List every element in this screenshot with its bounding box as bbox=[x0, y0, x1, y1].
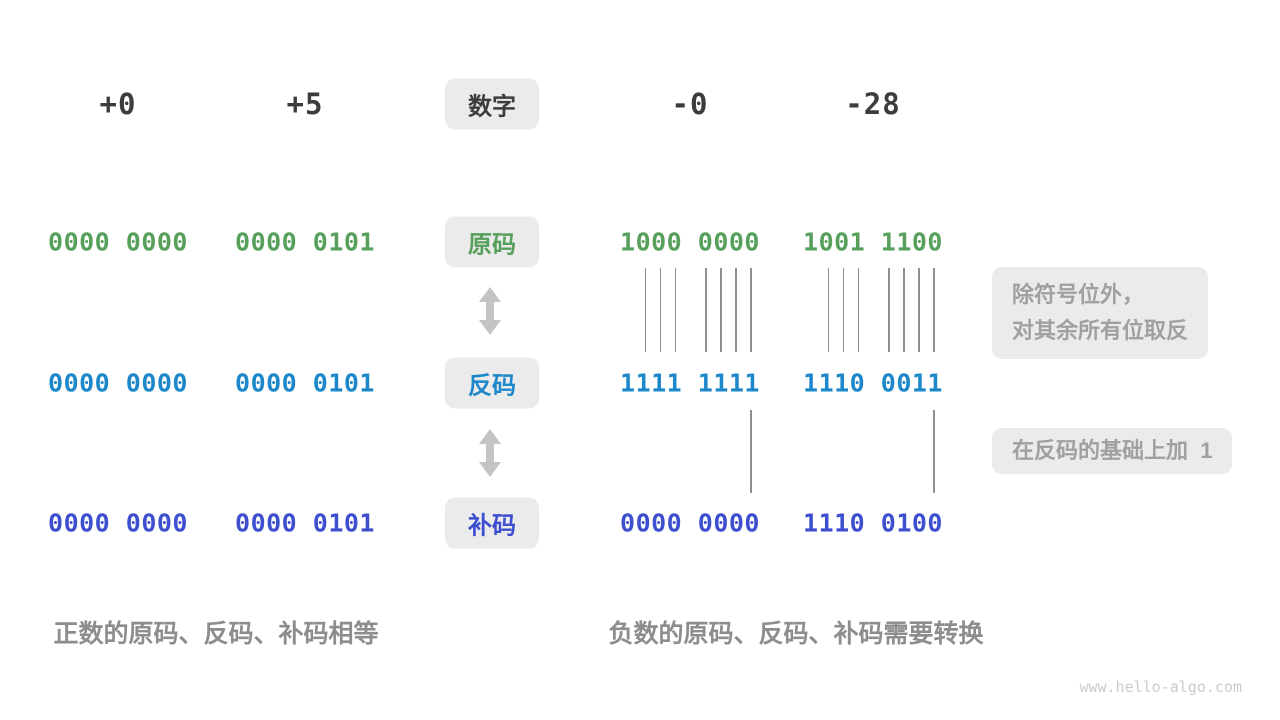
header-value-plus5: +5 bbox=[286, 87, 324, 121]
ones-complement-minus0: 1111 1111 bbox=[620, 368, 760, 398]
twos-complement-label-box: 补码 bbox=[445, 497, 539, 549]
header-value-minus0: -0 bbox=[671, 87, 709, 121]
tick-line bbox=[842, 268, 845, 352]
tick-line bbox=[857, 268, 860, 352]
tick-line bbox=[720, 268, 722, 352]
invert-note: 除符号位外， 对其余所有位取反 bbox=[992, 267, 1209, 359]
sign-magnitude-minus0: 1000 0000 bbox=[620, 227, 760, 257]
sign-magnitude-label-box: 原码 bbox=[445, 216, 539, 268]
tick-line bbox=[750, 268, 752, 352]
header-label-box: 数字 bbox=[445, 78, 539, 130]
header-value-minus28: -28 bbox=[845, 87, 901, 121]
tick-line bbox=[933, 410, 935, 493]
watermark: www.hello-algo.com bbox=[1079, 678, 1242, 696]
updown-arrow-icon bbox=[477, 429, 503, 477]
tick-line bbox=[674, 268, 677, 352]
sign-magnitude-minus28: 1001 1100 bbox=[803, 227, 943, 257]
twos-complement-plus5: 0000 0101 bbox=[235, 508, 375, 538]
sign-magnitude-plus0: 0000 0000 bbox=[48, 227, 188, 257]
ones-complement-label-box: 反码 bbox=[445, 357, 539, 409]
ones-complement-plus5: 0000 0101 bbox=[235, 368, 375, 398]
tick-line bbox=[903, 268, 905, 352]
twos-complement-plus0: 0000 0000 bbox=[48, 508, 188, 538]
ones-complement-minus28: 1110 0011 bbox=[803, 368, 943, 398]
positive-caption: 正数的原码、反码、补码相等 bbox=[53, 620, 379, 648]
tick-line bbox=[659, 268, 662, 352]
tick-line bbox=[644, 268, 647, 352]
tick-line bbox=[918, 268, 920, 352]
tick-line bbox=[705, 268, 707, 352]
tick-line bbox=[735, 268, 737, 352]
invert-note-line1: 除符号位外， bbox=[1012, 282, 1145, 307]
invert-note-line2: 对其余所有位取反 bbox=[1012, 318, 1189, 343]
tick-line bbox=[888, 268, 890, 352]
ones-complement-plus0: 0000 0000 bbox=[48, 368, 188, 398]
negative-caption: 负数的原码、反码、补码需要转换 bbox=[608, 620, 984, 648]
header-value-plus0: +0 bbox=[99, 87, 137, 121]
tick-line bbox=[750, 410, 752, 493]
updown-arrow-icon bbox=[477, 287, 503, 335]
tick-line bbox=[827, 268, 830, 352]
twos-complement-minus28: 1110 0100 bbox=[803, 508, 943, 538]
add-one-note: 在反码的基础上加 1 bbox=[992, 428, 1233, 474]
tick-line bbox=[933, 268, 935, 352]
sign-magnitude-plus5: 0000 0101 bbox=[235, 227, 375, 257]
twos-complement-minus0: 0000 0000 bbox=[620, 508, 760, 538]
